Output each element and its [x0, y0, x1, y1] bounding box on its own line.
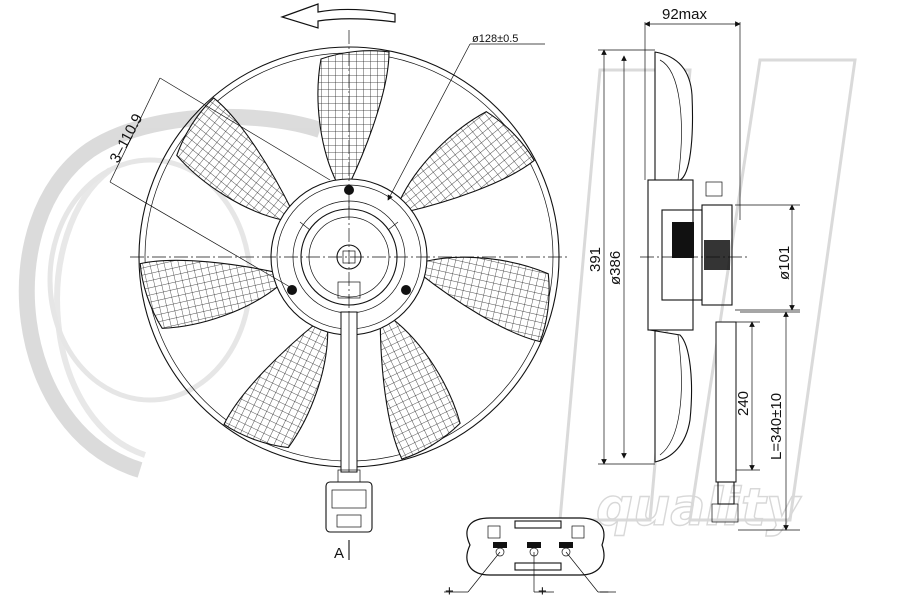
- rotation-arrow-icon: [280, 3, 396, 29]
- pin-label-positive-1: +: [445, 583, 454, 600]
- blade-diameter-label: ø386: [607, 251, 624, 285]
- plug: [325, 481, 373, 533]
- fan-blade: [317, 50, 390, 186]
- pin-label-negative: –: [600, 583, 609, 600]
- connector-pin: [559, 542, 573, 548]
- front-cable: [325, 311, 373, 533]
- outer-height-label: 391: [587, 247, 604, 272]
- watermark-brand-text: quality: [596, 478, 802, 538]
- cable-length-total-label: L=340±10: [768, 393, 785, 460]
- connector-view: + + –: [444, 517, 616, 600]
- view-marker-label: A: [334, 545, 344, 562]
- side-cable: [711, 321, 739, 523]
- connector-pin: [493, 542, 507, 548]
- cable-length-inner-label: 240: [735, 391, 752, 416]
- fan-blade: [409, 242, 558, 343]
- depth-label: 92max: [662, 6, 708, 23]
- fan-blade: [138, 233, 287, 334]
- mount-hole: [287, 285, 297, 295]
- side-view: 92max 391 ø386 ø101 240 L=340±10: [587, 6, 800, 531]
- mount-hole: [401, 285, 411, 295]
- hub-diameter-label: ø128±0.5: [472, 33, 518, 45]
- watermark-logo: quality: [18, 58, 857, 539]
- front-view: A ø128±0.5 3–110.9: [107, 3, 568, 562]
- motor-diameter-label: ø101: [776, 246, 793, 280]
- connector-pin: [527, 542, 541, 548]
- pin-label-positive-2: +: [538, 583, 547, 600]
